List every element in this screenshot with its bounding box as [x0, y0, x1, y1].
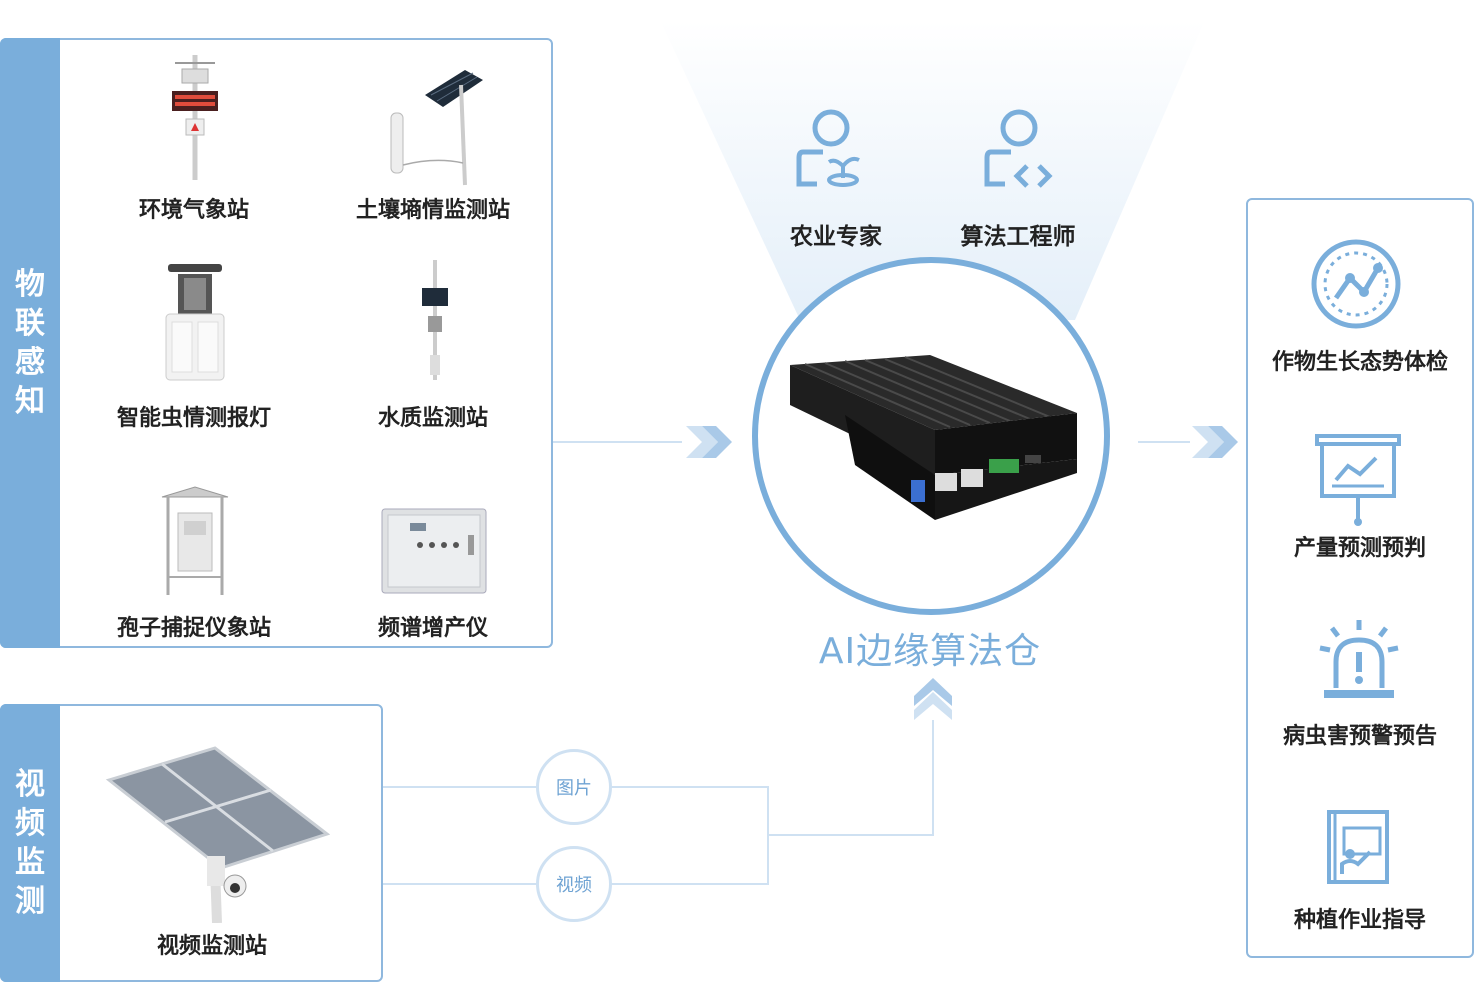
arrow-up-icon	[914, 678, 952, 720]
spore-trap-icon	[161, 486, 229, 595]
output-label: 种植作业指导	[1293, 908, 1426, 933]
arrow-right-icon	[1192, 426, 1238, 458]
growth-checkup-icon	[1311, 239, 1401, 329]
video-tab-char: 测	[15, 884, 45, 919]
arrow-right-icon	[686, 426, 732, 458]
pest-alarm-icon	[1319, 620, 1399, 698]
iot-tab-char: 联	[15, 306, 45, 341]
device-label: 土壤墒情监测站	[355, 198, 510, 223]
weather-station-icon	[172, 55, 218, 180]
iot-tab-char: 感	[15, 345, 45, 380]
device-label: 视频监测站	[156, 934, 267, 959]
solar-camera-station-icon	[105, 746, 330, 923]
output-label: 病虫害预警预告	[1282, 724, 1437, 749]
stream-video-bubble: 视频	[536, 846, 612, 922]
agri-expert-icon	[796, 109, 860, 187]
iot-tab-char: 物	[15, 267, 45, 302]
spectrum-booster-icon	[381, 508, 487, 594]
output-label: 产量预测预判	[1293, 536, 1426, 561]
device-label: 频谱增产仪	[377, 616, 488, 641]
algorithm-engineer-icon	[984, 109, 1053, 188]
device-label: 环境气象站	[138, 198, 249, 223]
output-label: 作物生长态势体检	[1271, 350, 1448, 375]
insect-monitor-lamp-icon	[165, 264, 225, 381]
iot-tab: 物 联 感 知	[0, 38, 60, 648]
device-label: 孢子捕捉仪象站	[116, 616, 271, 641]
video-tab-char: 监	[15, 845, 45, 880]
hub-title: AI边缘算法仓	[818, 631, 1042, 672]
soil-moisture-station-icon	[390, 70, 483, 186]
edge-computing-box-icon	[790, 355, 1077, 520]
role-label: 农业专家	[790, 224, 882, 250]
yield-forecast-icon	[1315, 434, 1401, 526]
device-label: 水质监测站	[377, 406, 488, 431]
stream-image-bubble: 图片	[536, 749, 612, 825]
planting-guidance-icon	[1327, 810, 1389, 884]
video-tab-char: 频	[15, 806, 45, 841]
device-label: 智能虫情测报灯	[116, 406, 271, 431]
video-tab: 视 频 监 测	[0, 704, 60, 982]
water-quality-station-icon	[422, 260, 448, 380]
role-label: 算法工程师	[960, 224, 1076, 250]
iot-tab-char: 知	[15, 384, 45, 419]
video-tab-char: 视	[15, 767, 45, 802]
